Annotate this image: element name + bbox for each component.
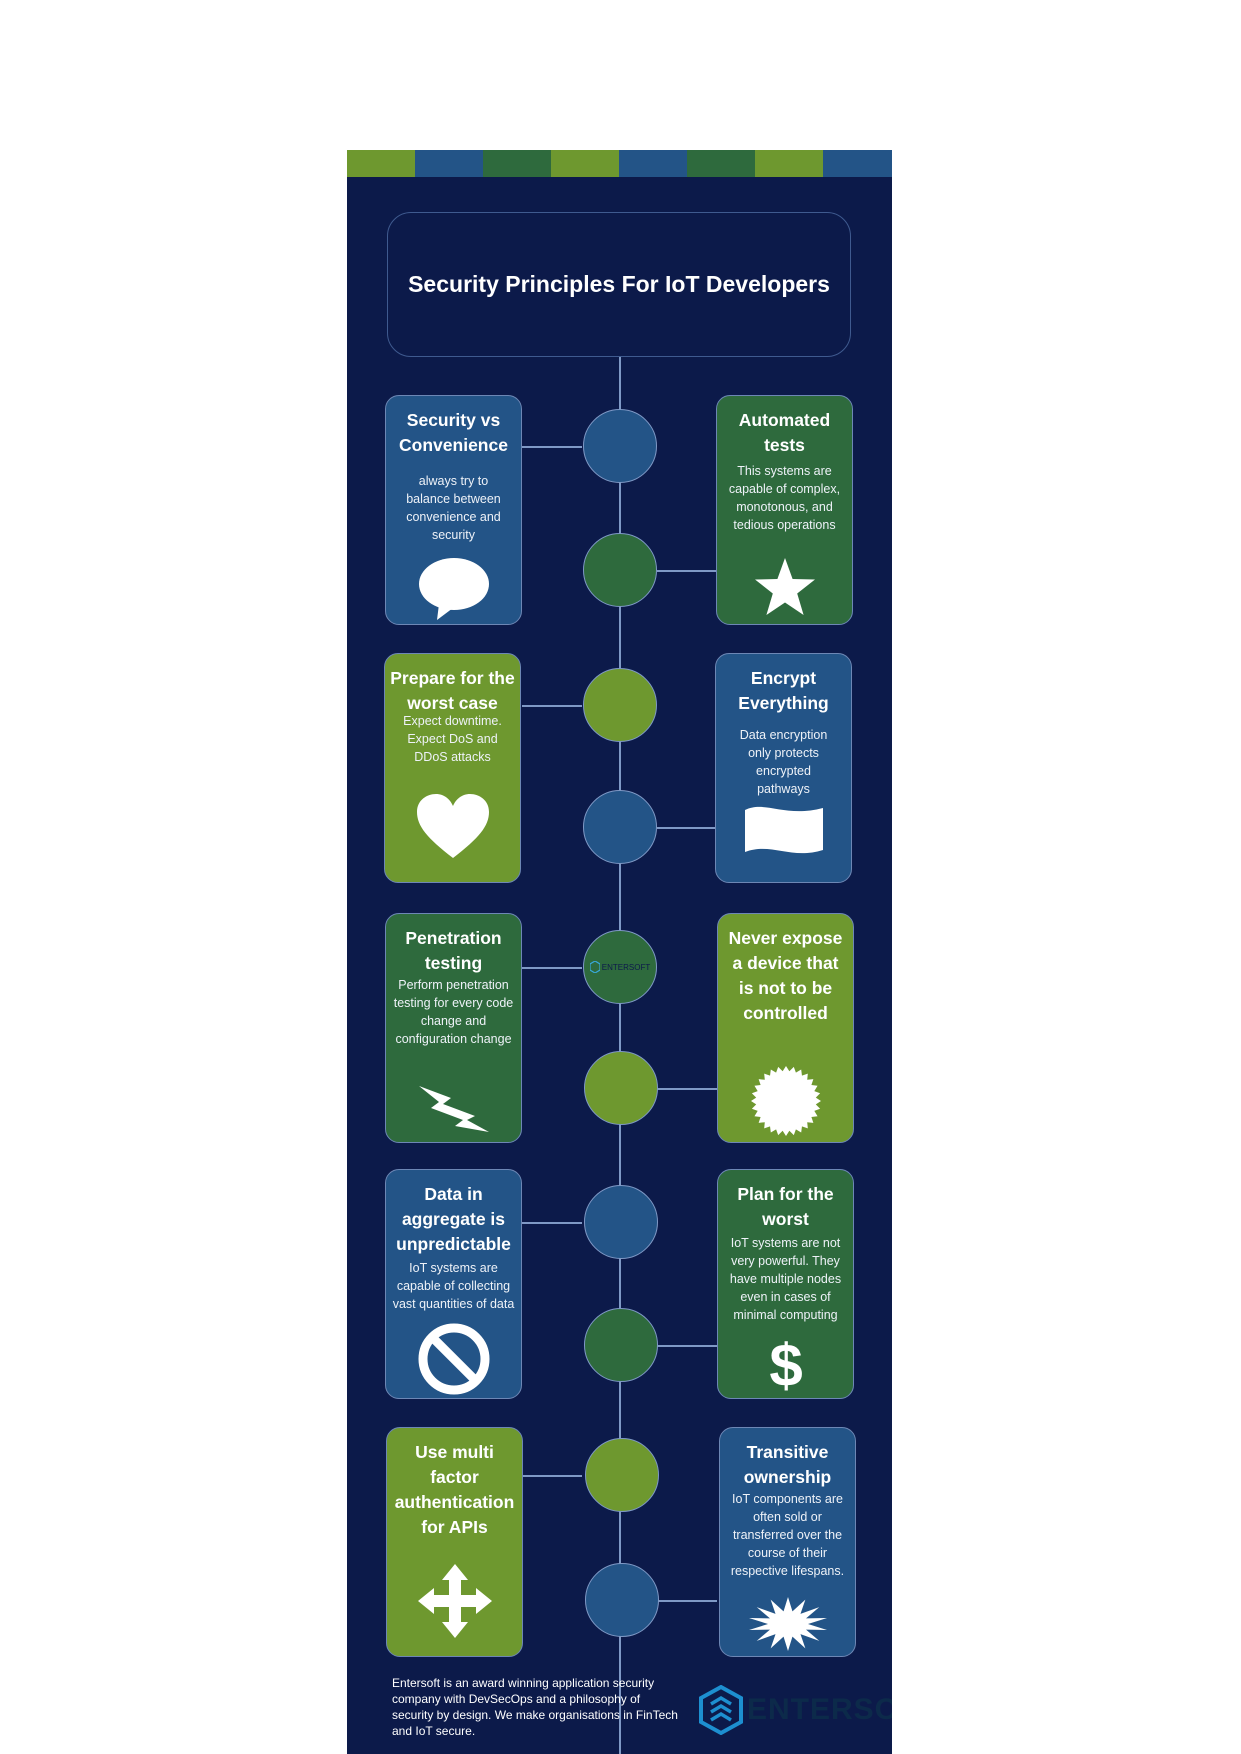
entersoft-logo-icon [589,961,600,973]
entersoft-logo-icon [699,1685,743,1735]
card-automated-tests: Automated tests This systems are capable… [716,395,853,625]
header-stripe-segment [551,150,619,177]
card-text: IoT systems are capable of collecting va… [392,1261,515,1311]
card-title: Penetration testing [405,928,502,973]
card-text: Data encryption only protects encrypted … [739,728,828,796]
timeline-node [583,790,657,864]
card-data-in-aggregate: Data in aggregate is unpredictable IoT s… [385,1169,522,1399]
timeline-node [583,409,657,483]
timeline-node-logo: ENTERSOFT [583,930,657,1004]
move-arrows-icon [387,1562,522,1640]
connector-line [657,827,717,829]
header-stripe-segment [823,150,892,177]
timeline-node [583,668,657,742]
star-icon [717,556,852,618]
card-title: Transitive ownership [743,1442,832,1487]
connector-line [657,1088,717,1090]
dollar-icon: $ [718,1334,853,1398]
card-never-expose-a-device: Never expose a device that is not to be … [717,913,854,1143]
footer-text: Entersoft is an award winning applicatio… [392,1676,678,1738]
header-stripe-segment [687,150,755,177]
timeline-node [585,1438,659,1512]
header-stripe-segment [483,150,551,177]
card-text: IoT components are often sold or transfe… [730,1492,845,1578]
card-text: always try to balance between convenienc… [406,474,501,542]
speech-bubble-icon [386,556,521,622]
card-text: Expect downtime. Expect DoS and DDoS att… [403,714,502,764]
svg-text:$: $ [769,1334,802,1398]
card-title: Security vs Convenience [399,410,508,455]
card-title: Prepare for the worst case [390,668,515,713]
timeline-node [584,1308,658,1382]
no-entry-icon [386,1322,521,1396]
card-title: Use multi factor authentication for APIs [394,1442,515,1537]
title-box: Security Principles For IoT Developers [387,212,851,357]
card-text: IoT systems are not very powerful. They … [729,1236,842,1322]
card-title: Encrypt Everything [738,668,829,713]
connector-line [522,967,582,969]
card-penetration-testing: Penetration testing Perform penetration … [385,913,522,1143]
footer-logo: ENTERSOFT [699,1685,892,1735]
timeline-node [584,1051,658,1125]
card-multi-factor-authentication: Use multi factor authentication for APIs [386,1427,523,1657]
header-stripe-segment [619,150,687,177]
center-logo-text: ENTERSOFT [601,962,651,972]
connector-line [522,1475,582,1477]
connector-line [522,705,582,707]
burst-icon [720,1596,855,1652]
timeline-node [584,1185,658,1259]
card-plan-for-the-worst: Plan for the worst IoT systems are not v… [717,1169,854,1399]
card-prepare-for-the-worst-case: Prepare for the worst case Expect downti… [384,653,521,883]
connector-line [522,1222,582,1224]
seal-icon [718,1064,853,1138]
card-text: Perform penetration testing for every co… [393,978,514,1046]
infographic-poster: Security Principles For IoT Developers E… [347,150,892,1754]
flag-icon [716,804,851,858]
header-stripe-segment [347,150,415,177]
card-text: This systems are capable of complex, mon… [728,464,841,532]
page-title: Security Principles For IoT Developers [408,271,830,297]
header-stripe-segment [755,150,823,177]
card-title: Plan for the worst [737,1184,834,1229]
connector-line [657,1345,717,1347]
connector-line [657,570,717,572]
header-stripe-segment [415,150,483,177]
card-title: Data in aggregate is unpredictable [396,1184,511,1254]
lightning-icon [386,1082,521,1134]
card-security-vs-convenience: Security vs Convenience always try to ba… [385,395,522,625]
timeline-node [585,1563,659,1637]
card-title: Automated tests [738,410,831,455]
card-title: Never expose a device that is not to be … [728,928,843,1023]
card-transitive-ownership: Transitive ownership IoT components are … [719,1427,856,1657]
timeline-node [583,533,657,607]
connector-line [657,1600,717,1602]
heart-icon [385,794,520,860]
connector-line [522,446,582,448]
footer-logo-text: ENTERSOFT [747,1693,892,1726]
card-encrypt-everything: Encrypt Everything Data encryption only … [715,653,852,883]
